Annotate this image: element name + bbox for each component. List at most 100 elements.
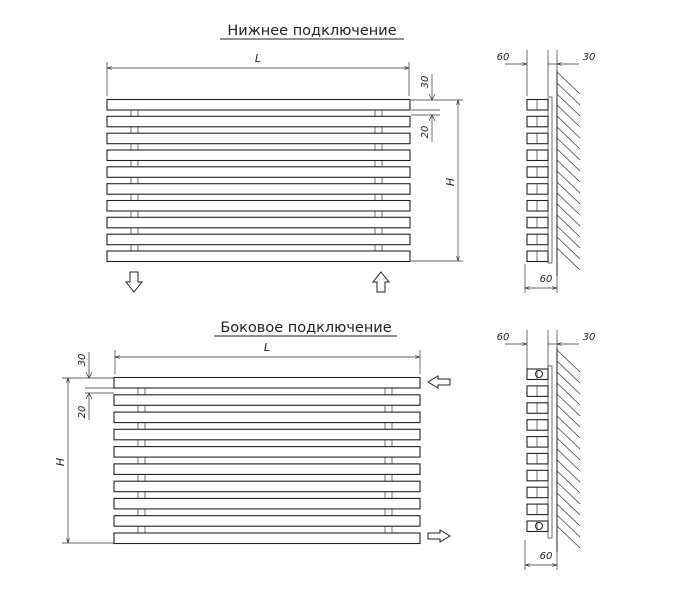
hatch-line — [556, 236, 581, 260]
hatch-line — [556, 247, 581, 271]
tube-section — [526, 166, 549, 178]
tube-bar — [106, 149, 411, 162]
tube-section — [526, 419, 549, 431]
tube-bar — [113, 411, 421, 424]
tube-bar — [106, 216, 411, 229]
tube-section — [526, 233, 549, 246]
up-arrow-icon — [371, 271, 391, 293]
hatch-line — [556, 214, 581, 238]
hatch-line — [556, 459, 581, 483]
wall-hatch — [556, 71, 581, 271]
left-arrow-icon — [427, 375, 451, 389]
hatch-line — [556, 82, 581, 106]
wall-hatch — [556, 349, 581, 549]
hatch-line — [556, 349, 581, 373]
side-tube-profile — [526, 368, 549, 533]
tube-section — [526, 115, 549, 128]
front-view-side-connection: Боковое подключение L 30 20 H — [54, 320, 451, 545]
tube-section — [526, 452, 549, 465]
tube-bar — [113, 446, 421, 458]
side-tube-profile — [526, 98, 549, 263]
hatch-line — [556, 181, 581, 205]
title-bottom-connection: Нижнее подключение — [227, 23, 396, 39]
label-height: H — [54, 458, 67, 466]
tube-bar — [113, 428, 421, 441]
tube-bar — [113, 376, 421, 389]
tube-bar — [106, 132, 411, 145]
tube-section — [526, 149, 549, 162]
hatch-line — [556, 514, 581, 538]
hatch-line — [556, 93, 581, 117]
label-top-gap: 30 — [420, 76, 431, 89]
tube-section — [526, 486, 549, 499]
tube-bar — [106, 115, 411, 128]
side-view-bottom-connection: 60 30 60 — [497, 50, 596, 293]
hatch-line — [556, 115, 581, 139]
tube-bar — [106, 183, 411, 195]
hatch-line — [556, 192, 581, 216]
hatch-line — [556, 71, 581, 95]
label-side-bottom: 60 — [540, 274, 553, 285]
label-side-right: 30 — [583, 332, 596, 343]
hatch-line — [556, 426, 581, 450]
mounting-bracket — [547, 365, 553, 539]
hatch-line — [556, 126, 581, 150]
label-top-gap: 30 — [77, 354, 88, 367]
label-side-left: 60 — [497, 52, 510, 63]
label-side-left: 60 — [497, 332, 510, 343]
hatch-line — [556, 437, 581, 461]
hatch-line — [556, 404, 581, 428]
tube-section — [526, 216, 549, 229]
tube-section — [526, 368, 549, 381]
label-side-bottom: 60 — [540, 551, 553, 562]
hatch-line — [556, 393, 581, 417]
tube-section — [526, 199, 549, 212]
hatch-line — [556, 360, 581, 384]
dim-arrowhead — [85, 371, 93, 379]
tube-section — [526, 183, 549, 195]
hatch-line — [556, 148, 581, 172]
tube-bar — [113, 463, 421, 475]
tube-section — [526, 402, 549, 414]
tube-section — [526, 250, 549, 263]
title-side-connection: Боковое подключение — [220, 320, 391, 336]
horizontal-tubes — [113, 376, 421, 545]
hatch-line — [556, 503, 581, 527]
right-arrow-icon — [427, 529, 451, 543]
tube-bar — [113, 532, 421, 545]
tube-section — [526, 503, 549, 516]
tube-section — [526, 385, 549, 397]
tube-bar — [106, 250, 411, 263]
hatch-line — [556, 371, 581, 395]
tube-section — [526, 520, 549, 533]
label-length: L — [264, 341, 270, 354]
side-outlet-fitting — [535, 522, 543, 530]
mounting-bracket — [547, 96, 553, 264]
hatch-line — [556, 382, 581, 406]
label-height: H — [444, 178, 457, 186]
hatch-line — [556, 492, 581, 516]
tube-bar — [106, 98, 411, 111]
side-inlet-fitting — [535, 370, 543, 378]
tube-bar — [106, 166, 411, 178]
tube-bar — [113, 480, 421, 493]
label-side-right: 30 — [583, 52, 596, 63]
hatch-line — [556, 203, 581, 227]
tube-section — [526, 469, 549, 482]
hatch-line — [556, 470, 581, 494]
hatch-line — [556, 448, 581, 472]
tube-section — [526, 436, 549, 448]
tube-bar — [113, 515, 421, 527]
tube-bar — [113, 497, 421, 510]
down-arrow-icon — [124, 271, 144, 293]
tube-bar — [106, 233, 411, 246]
horizontal-tubes — [106, 98, 411, 263]
hatch-line — [556, 137, 581, 161]
hatch-line — [556, 525, 581, 549]
tube-section — [526, 132, 549, 145]
label-length: L — [255, 52, 261, 65]
hatch-line — [556, 159, 581, 183]
tube-bar — [113, 394, 421, 406]
label-pitch: 20 — [77, 406, 88, 419]
